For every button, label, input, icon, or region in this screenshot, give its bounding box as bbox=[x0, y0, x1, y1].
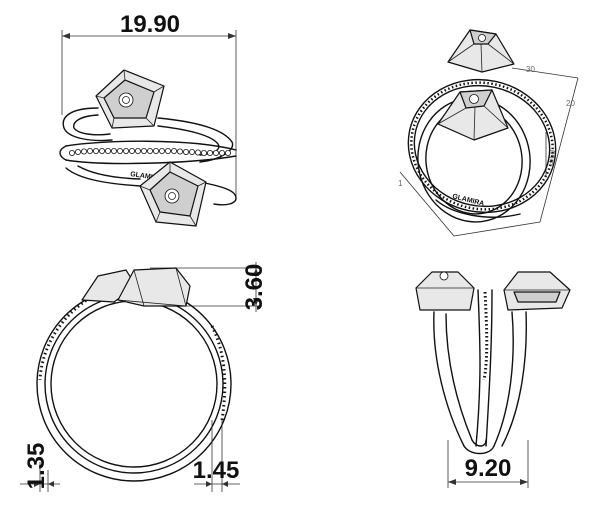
iso-pave-ring-inner bbox=[413, 84, 551, 208]
iso-brand-engraving: GLAMIRA bbox=[452, 193, 485, 208]
iso-label-d: 1 bbox=[398, 179, 403, 188]
iso-mid-gem bbox=[437, 89, 509, 141]
pave-stones-top bbox=[69, 147, 231, 156]
width-label: 19.90 bbox=[120, 11, 180, 38]
lower-band-outer bbox=[65, 167, 141, 187]
band-right-label: 1.45 bbox=[193, 457, 240, 484]
iso-dim-right bbox=[539, 77, 579, 223]
side-right-gem-facet bbox=[513, 291, 561, 303]
iso-view: 3.60 30 20 1 GLAMIRA bbox=[398, 29, 579, 237]
lower-center-stone bbox=[164, 188, 180, 204]
iso-pave-stones bbox=[410, 81, 554, 211]
arrow-left bbox=[62, 33, 70, 39]
side-left-gem bbox=[415, 271, 475, 311]
side-right-arm-outer bbox=[493, 311, 514, 447]
side-center-inner bbox=[485, 289, 493, 447]
side-bottom-curve-inner bbox=[471, 439, 487, 447]
side-center-outer bbox=[475, 289, 481, 447]
side-bottom-curve-outer bbox=[463, 445, 495, 455]
iso-top-gem bbox=[447, 29, 515, 73]
lower-pentagon-setting bbox=[139, 161, 207, 227]
side-view: 9.20 bbox=[415, 271, 571, 488]
brand-engraving: GLAMIRA bbox=[130, 171, 163, 182]
iso-label-b: 30 bbox=[526, 65, 535, 74]
side-left-gem-stone bbox=[439, 271, 449, 281]
iso-top-gem-stone bbox=[478, 34, 486, 42]
upper-band-left-inner bbox=[73, 114, 111, 136]
front-ring-mid bbox=[44, 294, 224, 474]
iso-band-shank bbox=[435, 199, 521, 218]
pave-band-top bbox=[65, 140, 237, 151]
front-view: 3.60 1.35 1.45 bbox=[20, 262, 268, 492]
upper-band-right-outer bbox=[157, 117, 234, 163]
side-left-arm-inner bbox=[445, 313, 473, 441]
iso-dim-top bbox=[511, 67, 579, 79]
iso-dim-left bbox=[399, 171, 455, 237]
iso-label-c: 20 bbox=[566, 99, 575, 108]
iso-dim-bottom bbox=[453, 221, 541, 237]
pave-band-end bbox=[59, 145, 67, 161]
upper-center-stone bbox=[118, 92, 134, 108]
side-right-gem-outer bbox=[503, 271, 571, 311]
front-gems bbox=[81, 267, 191, 307]
iso-pave-ring-outer bbox=[407, 78, 557, 214]
pave-band-bottom bbox=[65, 155, 237, 165]
front-ring-inner bbox=[50, 300, 218, 468]
front-ring-outer bbox=[36, 286, 232, 482]
lower-band-inner bbox=[77, 165, 141, 180]
side-right-gem bbox=[503, 271, 571, 311]
arrow-right bbox=[228, 33, 236, 39]
side-left-arm-outer bbox=[433, 311, 465, 447]
side-pave-stones bbox=[482, 291, 489, 381]
lower-band-right bbox=[199, 181, 237, 206]
upper-pentagon-setting bbox=[95, 69, 165, 129]
side-right-arm-inner bbox=[501, 311, 527, 447]
band-left-label: 1.35 bbox=[23, 443, 50, 490]
iso-mid-gem-stone bbox=[469, 94, 479, 104]
height-label: 3.60 bbox=[241, 264, 268, 311]
upper-band-left-outer bbox=[62, 107, 113, 142]
top-view: 19.90 GLAMIRA bbox=[59, 11, 237, 227]
gap-label: 9.20 bbox=[465, 455, 512, 482]
front-pave-left bbox=[38, 288, 107, 381]
